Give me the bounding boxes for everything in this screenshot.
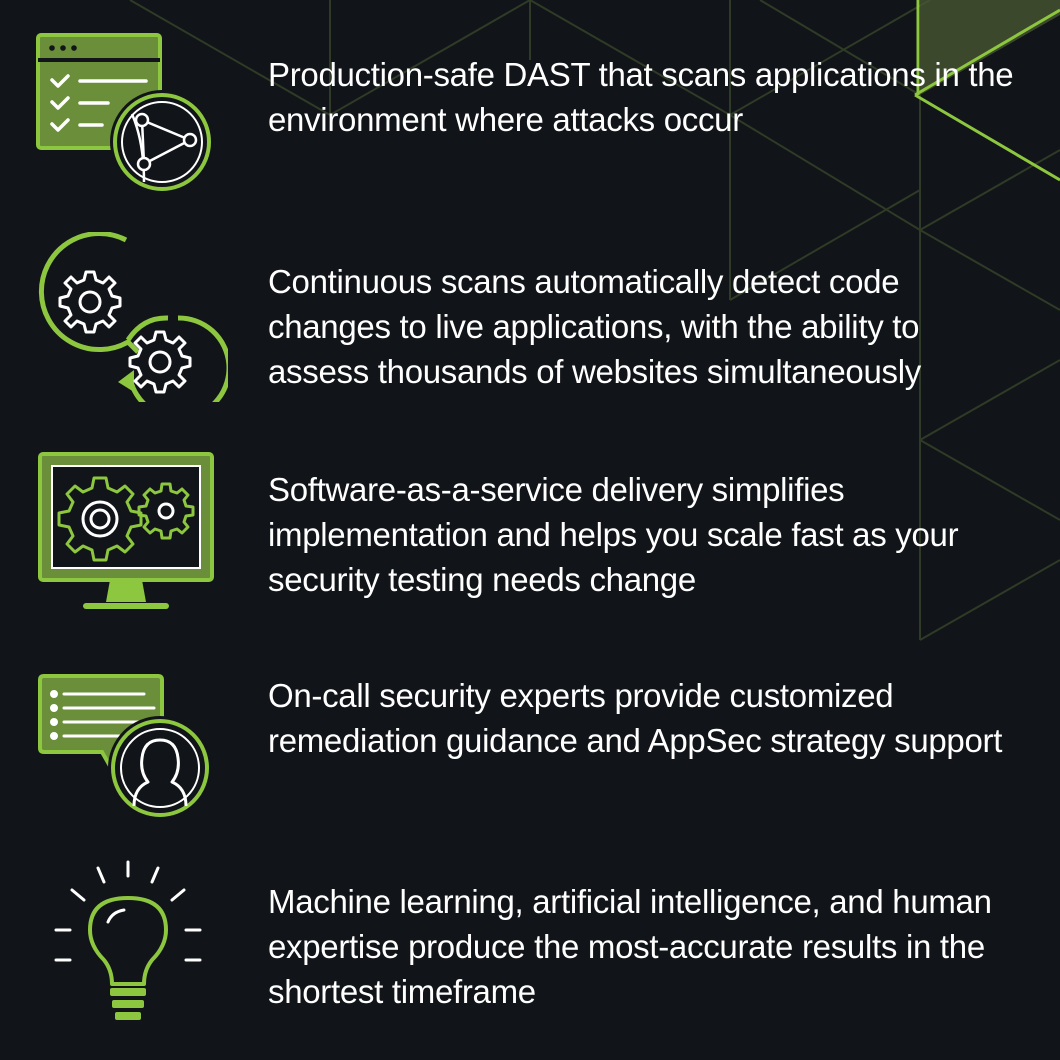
browser-globe-icon: [36, 33, 214, 192]
feature-item-dast: Production-safe DAST that scans applicat…: [0, 0, 1060, 200]
feature-item-machine-learning: Machine learning, artificial intelligenc…: [0, 838, 1060, 1038]
feature-item-saas: Software-as-a-service delivery simplifie…: [0, 418, 1060, 618]
lightbulb-icon: [54, 860, 202, 1020]
feature-text: Production-safe DAST that scans applicat…: [268, 56, 1014, 138]
feature-text: Continuous scans automatically detect co…: [268, 263, 921, 390]
monitor-gears-icon: [38, 452, 214, 609]
feature-text: Machine learning, artificial intelligenc…: [268, 883, 992, 1010]
feature-text: On-call security experts provide customi…: [268, 677, 1003, 759]
feature-item-security-experts: On-call security experts provide customi…: [0, 626, 1060, 826]
feature-text: Software-as-a-service delivery simplifie…: [268, 471, 959, 598]
gears-cycle-icon: [38, 232, 228, 402]
feature-item-continuous-scans: Continuous scans automatically detect co…: [0, 210, 1060, 410]
chat-expert-icon: [38, 674, 212, 818]
